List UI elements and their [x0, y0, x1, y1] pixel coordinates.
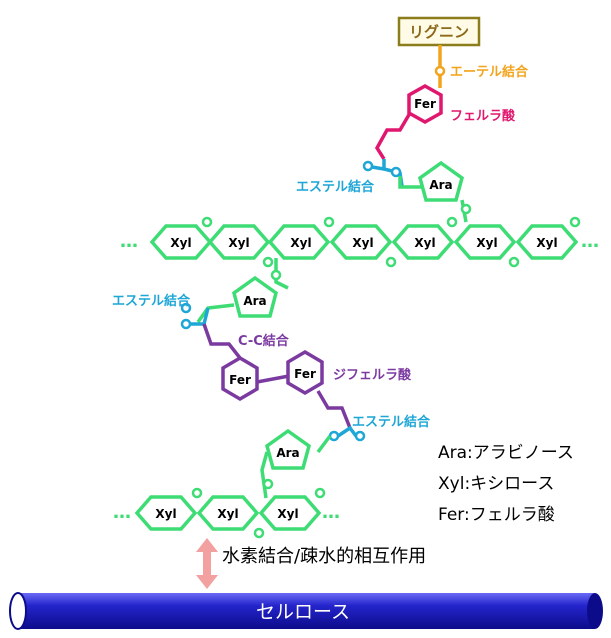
ara-top-oxygen [460, 203, 472, 215]
ara-bottom-oxygen [262, 478, 274, 490]
fer-ring-right-label: Fer [294, 367, 316, 381]
cellulose-label: セルロース [256, 601, 350, 623]
xylan-oxygen [253, 527, 265, 539]
xylan-oxygen [508, 256, 520, 268]
legend-item-fer: Fer:フェルラ酸 [438, 505, 555, 525]
xyl-ara-mid-link [274, 258, 289, 290]
xyl-label: Xyl [170, 236, 191, 250]
ester-bond-mid-label: エステル結合 [112, 293, 191, 309]
xylan-top-dots-left: … [120, 231, 138, 252]
fer-ring-top-label: Fer [414, 97, 436, 111]
diferulic-chain-left [202, 323, 242, 360]
fer-ring-left [221, 355, 259, 402]
cc-bond-line [256, 374, 290, 384]
legend-item-xyl: Xyl:キシロース [438, 474, 554, 494]
xyl-unit: Xyl [149, 224, 213, 260]
legend-name: キシロース [470, 474, 554, 494]
ara-ring-mid-label: Ara [243, 294, 266, 308]
xyl-unit: Xyl [267, 224, 331, 260]
legend-abbr: Xyl [438, 474, 464, 494]
ferulic-acid-label: フェルラ酸 [450, 108, 516, 124]
xyl-label: Xyl [155, 507, 176, 521]
xyl-unit: Xyl [258, 495, 322, 531]
ester-carbonyl-top [371, 165, 385, 171]
ester-low-ara-link [316, 434, 332, 454]
ester-oxygen-low-2 [354, 430, 366, 442]
xylan-bottom-dots-left: … [113, 502, 131, 523]
ester-oxygen-top-1 [362, 160, 374, 172]
legend: Ara:アラビノース Xyl:キシロース Fer:フェルラ酸 [438, 443, 574, 525]
xyl-unit: Xyl [329, 224, 393, 260]
fer-ring-left-label: Fer [229, 373, 251, 387]
ether-bond-label: エーテル結合 [450, 64, 529, 80]
xylan-oxygen [201, 216, 213, 228]
ara-ring-mid [232, 275, 278, 318]
xylan-bottom-dots-right: … [322, 502, 340, 523]
ester-link-top-ara [398, 176, 424, 189]
xylan-oxygen [569, 216, 581, 228]
xyl-unit: Xyl [515, 224, 579, 260]
ara-ring-bottom [264, 428, 312, 470]
ester-bond-low-line [337, 425, 358, 438]
ester-oxygen-mid-1 [180, 302, 192, 314]
xyl-unit: Xyl [453, 224, 517, 260]
ara-ring-top-label: Ara [429, 178, 452, 192]
interaction-arrow [196, 538, 218, 589]
xyl-label: Xyl [290, 236, 311, 250]
ara-bottom-link [260, 451, 269, 499]
xylan-chain-bottom: … … Xyl Xyl Xyl [113, 487, 340, 539]
xylan-top-dots-right: … [581, 231, 599, 252]
xylan-oxygen [323, 216, 335, 228]
xyl-ara-mid-oxygen [270, 269, 282, 281]
xyl-unit: Xyl [134, 495, 198, 531]
cellulose-body [18, 593, 595, 629]
legend-colon: : [464, 505, 470, 525]
xylan-chain-top: … … Xyl Xyl Xyl Xyl Xyl Xyl Xyl [120, 216, 599, 268]
ether-bond-oxygen [434, 65, 446, 77]
xyl-label: Xyl [476, 236, 497, 250]
ester-oxygen-top-2 [390, 166, 402, 178]
ester-oxygen-mid-2 [180, 318, 192, 330]
legend-abbr: Fer [438, 505, 464, 525]
ara-ring-top [417, 160, 465, 202]
cellulose-cylinder [9, 592, 603, 630]
ester-bond-top-label: エステル結合 [296, 179, 375, 195]
cellulose-end-left [9, 592, 27, 630]
xyl-label: Xyl [277, 507, 298, 521]
xylan-oxygen [385, 256, 397, 268]
xylan-oxygen [191, 487, 203, 499]
ara-ring-bottom-label: Ara [276, 446, 299, 460]
xyl-label: Xyl [228, 236, 249, 250]
legend-colon: : [464, 474, 470, 494]
legend-item-ara: Ara:アラビノース [438, 443, 574, 463]
diferulic-acid-label: ジフェルラ酸 [333, 367, 412, 383]
xyl-unit: Xyl [391, 224, 455, 260]
legend-colon: : [467, 443, 473, 463]
ester-oxygen-low-1 [328, 430, 340, 442]
xyl-unit: Xyl [196, 495, 260, 531]
xyl-label: Xyl [536, 236, 557, 250]
xyl-label: Xyl [414, 236, 435, 250]
legend-name: フェルラ酸 [470, 505, 555, 525]
cellulose-end-right [587, 593, 603, 629]
diferulic-chain-right [316, 390, 352, 429]
interaction-label: 水素結合/疎水的相互作用 [222, 546, 426, 567]
xyl-label: Xyl [217, 507, 238, 521]
fer-ring-top [407, 83, 443, 125]
xyl-label: Xyl [352, 236, 373, 250]
xylan-oxygen [446, 216, 458, 228]
xylan-oxygen [314, 487, 326, 499]
ferulic-side-chain [374, 112, 412, 160]
xyl-unit: Xyl [207, 224, 271, 260]
lignin-label: リグニン [409, 23, 469, 41]
ester-bond-low-label: エステル結合 [352, 414, 431, 430]
cc-bond-label: C-C結合 [238, 333, 290, 349]
legend-abbr: Ara [438, 443, 467, 463]
fer-ring-right [286, 349, 324, 396]
legend-name: アラビノース [473, 443, 574, 463]
xylan-oxygen [262, 256, 274, 268]
